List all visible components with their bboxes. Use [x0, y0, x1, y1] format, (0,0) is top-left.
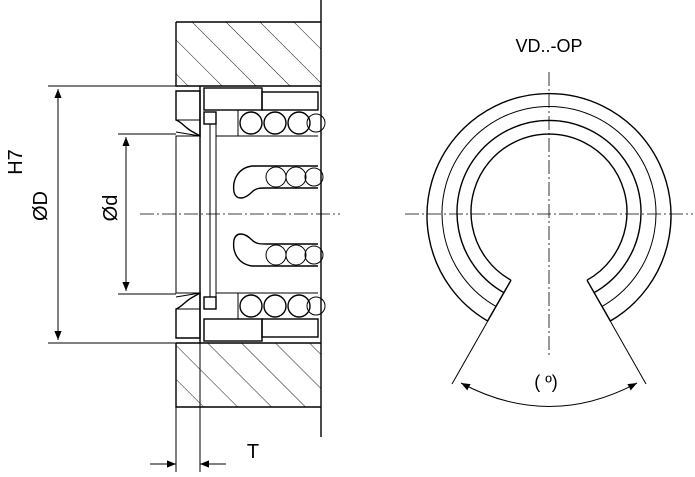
angle-extension-right: [586, 279, 647, 385]
part-title: VD..-OP: [515, 36, 582, 56]
seal-bottom: [175, 291, 201, 339]
outer-diameter-dimension: [48, 85, 176, 344]
seal-body: [175, 135, 201, 294]
housing-top: [175, 21, 321, 87]
balls-bottom: [239, 294, 326, 318]
thickness-label: T: [247, 441, 259, 463]
angle-dimension-arc: [460, 382, 638, 407]
outer-diameter-label: ØD: [30, 191, 52, 221]
housing-bottom: [175, 342, 321, 408]
sleeve-bottom: [203, 292, 319, 342]
angle-extension-left: [451, 279, 512, 385]
retaining-ring-bottom: [203, 296, 217, 310]
end-view: VD..-OP ( º): [405, 36, 693, 407]
inner-diameter-label: Ød: [100, 195, 122, 222]
balls-top: [239, 111, 326, 135]
sleeve-top: [203, 87, 319, 137]
return-circuit-top: [232, 165, 324, 199]
thickness-dimension: [150, 343, 226, 472]
angle-label: ( º): [534, 372, 558, 392]
section-view: H7 ØD Ød T: [5, 0, 340, 472]
tolerance-label: H7: [5, 149, 27, 175]
inner-diameter-dimension: [118, 133, 176, 295]
retaining-ring-top: [203, 111, 217, 125]
seal-top: [175, 90, 201, 138]
return-circuit-bottom: [232, 233, 324, 267]
